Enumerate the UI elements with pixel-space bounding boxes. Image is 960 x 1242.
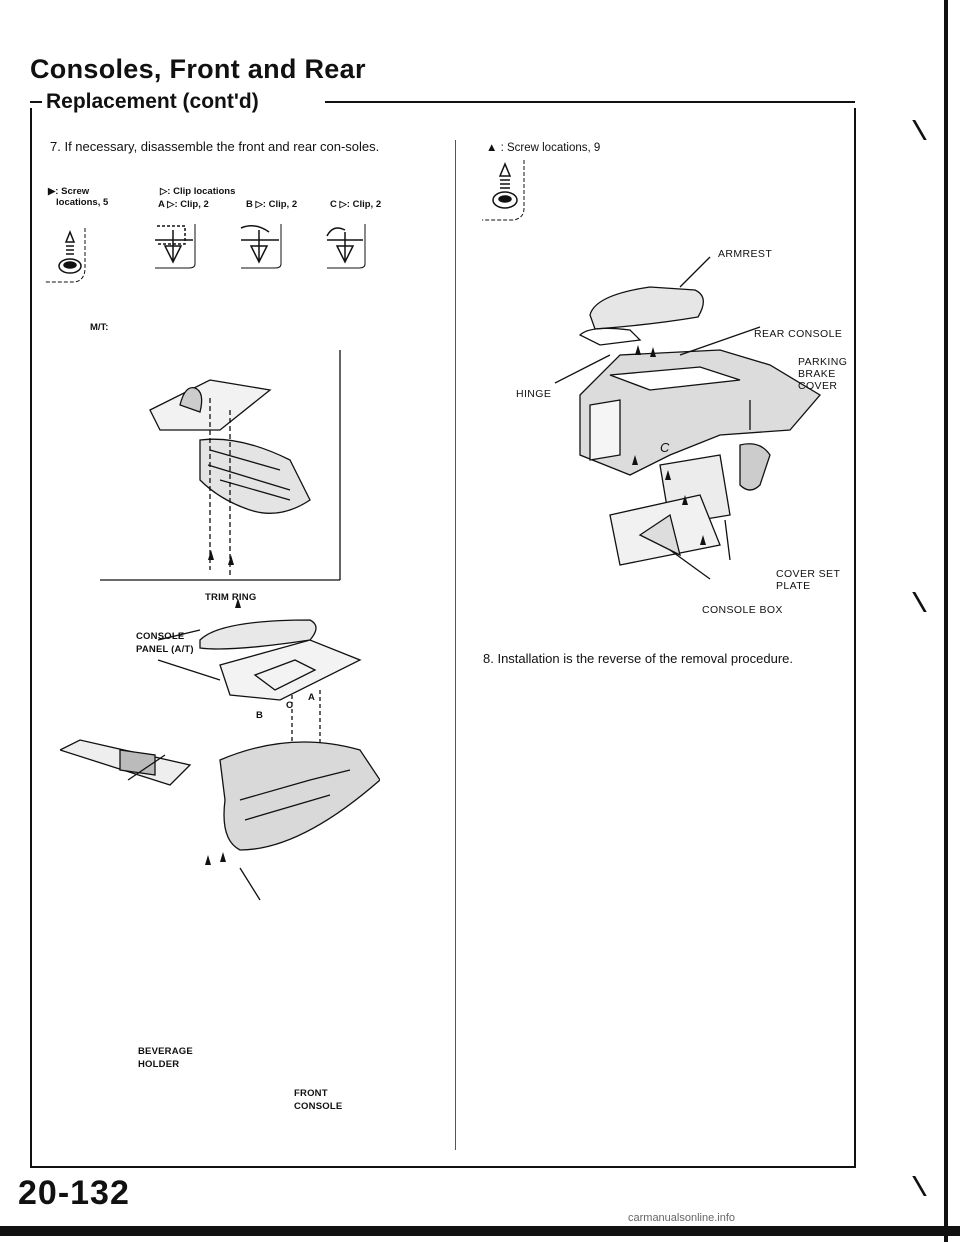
rear-console-label: REAR CONSOLE — [754, 328, 843, 340]
subtitle-rule-left — [30, 101, 42, 103]
screw-legend-line2: locations, 5 — [56, 197, 109, 208]
hinge-label: HINGE — [516, 388, 552, 400]
screw-icon — [45, 228, 86, 283]
screw-icon — [482, 160, 525, 221]
letter-b-label: B — [256, 710, 264, 721]
subtitle-rule — [325, 101, 855, 103]
watermark: carmanualsonline.info — [628, 1212, 736, 1224]
cover-set-plate-label: COVER SET PLATE — [776, 568, 841, 592]
fastener-icons — [45, 224, 366, 283]
letter-c-label: C — [286, 700, 294, 711]
clip-legend-c: C ▷: Clip, 2 — [330, 199, 382, 210]
clip-legend-b: B ▷: Clip, 2 — [246, 199, 298, 210]
parking-brake-cover-label: PARKING BRAKE COVER — [798, 356, 848, 392]
binding-edge — [944, 0, 948, 1242]
screw-legend: ▶: Screw locations, 5 — [48, 186, 108, 208]
console-panel-label: CONSOLE PANEL (A/T) — [136, 631, 194, 655]
clip-legend-a: A ▷: Clip, 2 — [158, 199, 209, 210]
margin-mark — [912, 120, 937, 140]
page-number: 20-132 — [18, 1174, 130, 1212]
bottom-bar — [0, 1226, 960, 1236]
screw-legend-symbol: ▶: — [48, 186, 59, 197]
armrest-label: ARMREST — [718, 248, 773, 260]
rear-console-illustration — [554, 256, 821, 580]
margin-mark — [912, 592, 937, 612]
console-box-label: CONSOLE BOX — [702, 604, 783, 616]
screw-locations-legend: ▲ : Screw locations, 9 — [486, 142, 601, 154]
step-7-text: 7. If necessary, disassemble the front a… — [50, 139, 380, 154]
section-subtitle: Replacement (cont'd) — [46, 90, 259, 113]
letter-a-label: A — [308, 692, 316, 703]
front-console-label: FRONT CONSOLE — [294, 1088, 343, 1112]
margin-mark — [912, 1176, 937, 1196]
at-console-illustration — [60, 600, 380, 901]
mt-console-illustration — [100, 350, 341, 581]
trim-ring-label: TRIM RING — [205, 592, 257, 603]
clip-a-icon — [155, 224, 196, 269]
screw-legend-line1: Screw — [61, 186, 90, 197]
mt-label: M/T: — [90, 322, 109, 333]
page-title: Consoles, Front and Rear — [30, 54, 366, 84]
step-8-text: 8. Installation is the reverse of the re… — [483, 651, 793, 666]
clip-legend-title: ▷: Clip locations — [160, 186, 236, 197]
letter-c-label: C — [660, 440, 670, 455]
content-frame — [30, 108, 856, 1168]
beverage-holder-label: BEVERAGE HOLDER — [138, 1046, 193, 1070]
column-divider — [455, 140, 456, 1150]
clip-c-icon — [326, 224, 366, 269]
clip-b-icon — [240, 224, 282, 269]
